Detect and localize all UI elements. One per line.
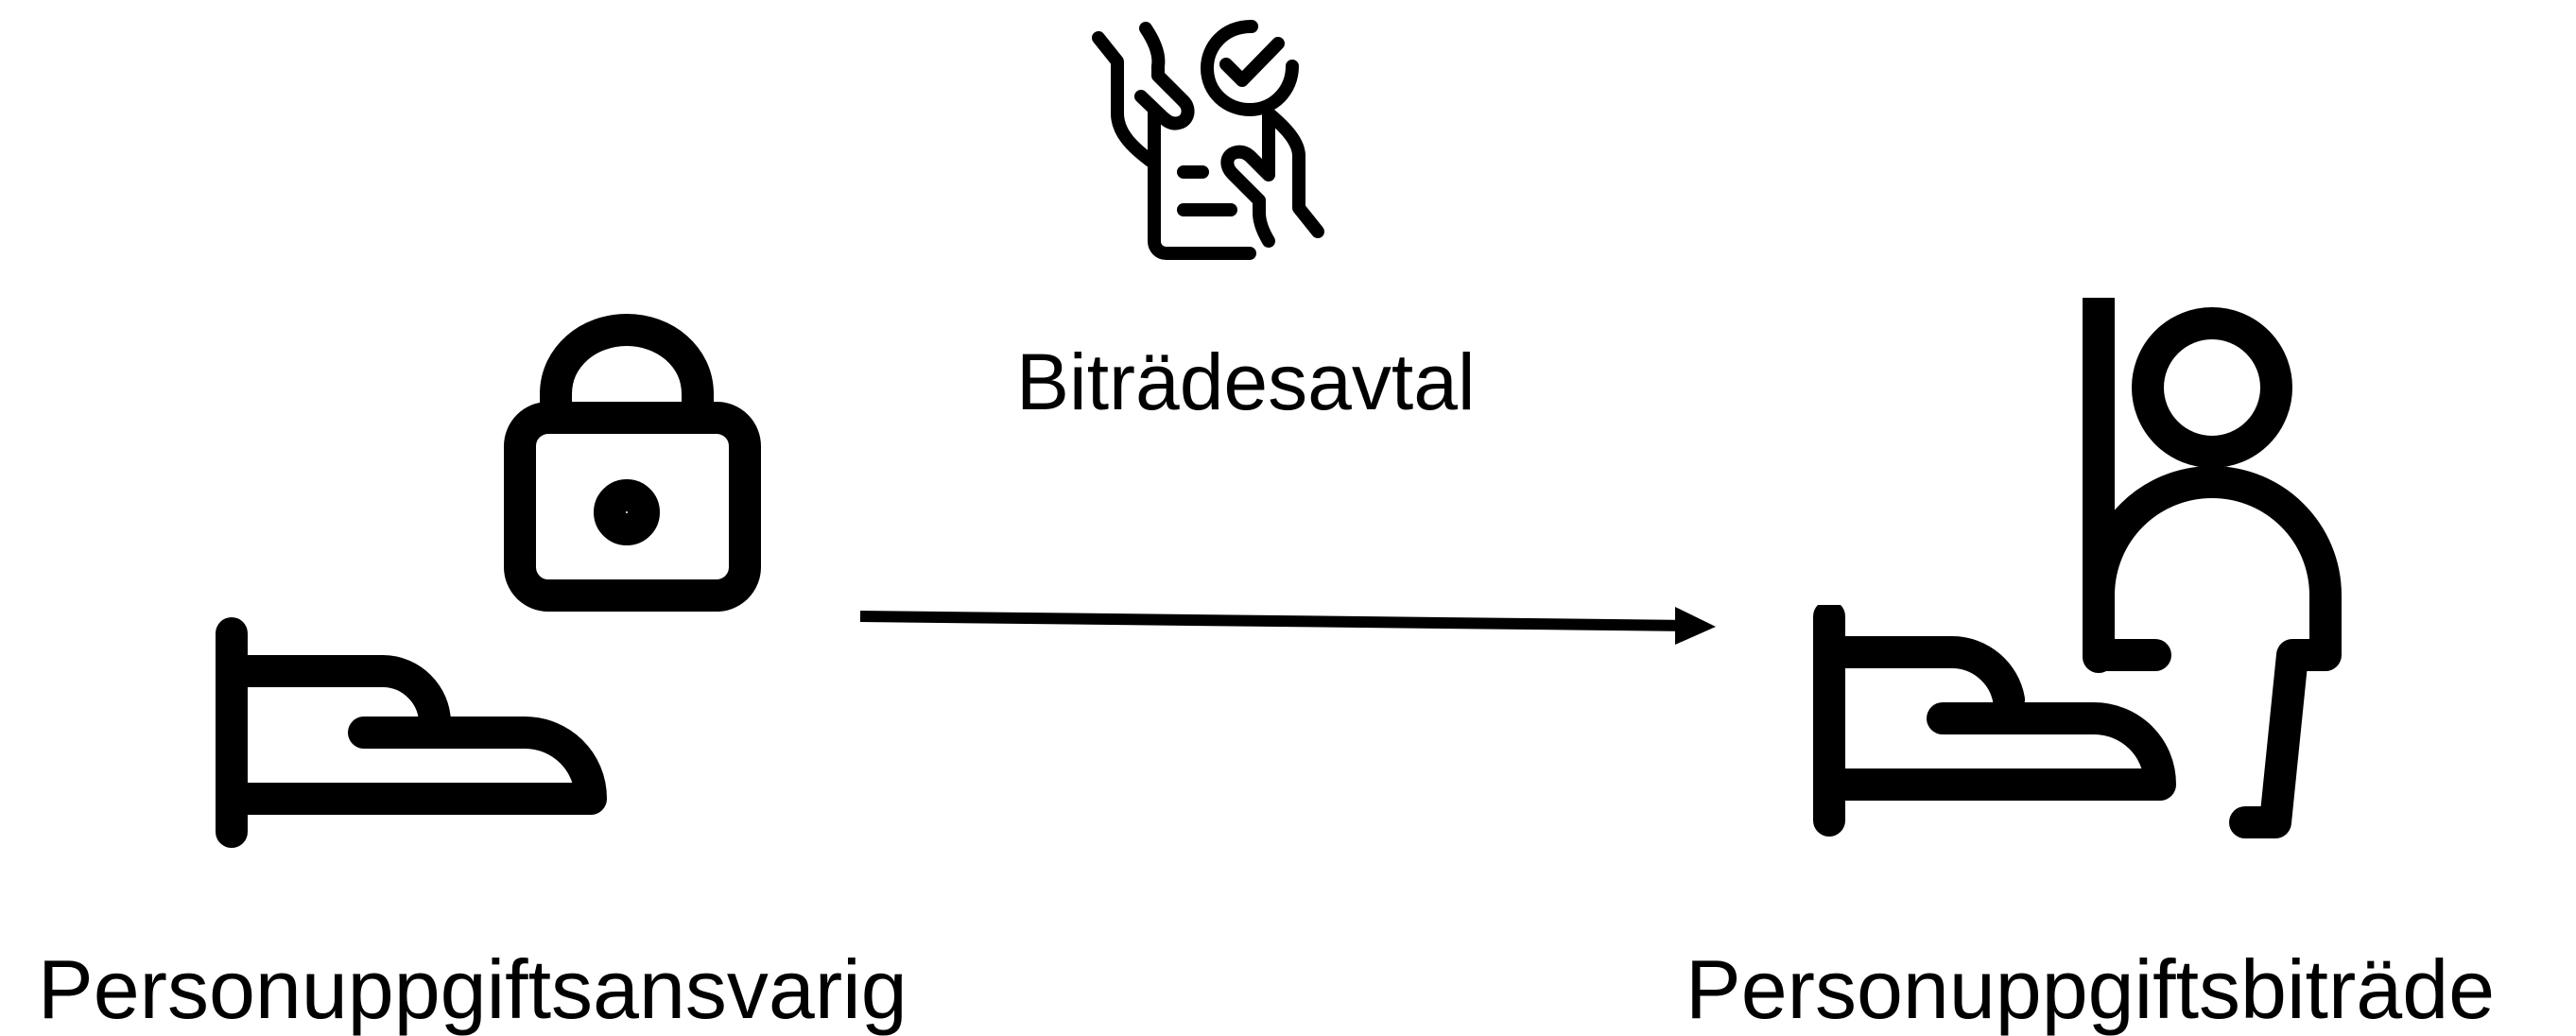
contract-signing-icon <box>1080 9 1374 302</box>
hand-giving-icon <box>1810 605 2198 851</box>
hand-giving-icon <box>208 614 633 851</box>
person-icon <box>2061 298 2363 865</box>
controller-label: Personuppgiftsansvarig <box>38 942 908 1036</box>
lock-icon <box>504 314 765 628</box>
flow-arrow <box>851 596 1720 652</box>
processor-label: Personuppgiftsbiträde <box>1686 942 2496 1036</box>
agreement-label: Biträdesavtal <box>1016 337 1476 426</box>
